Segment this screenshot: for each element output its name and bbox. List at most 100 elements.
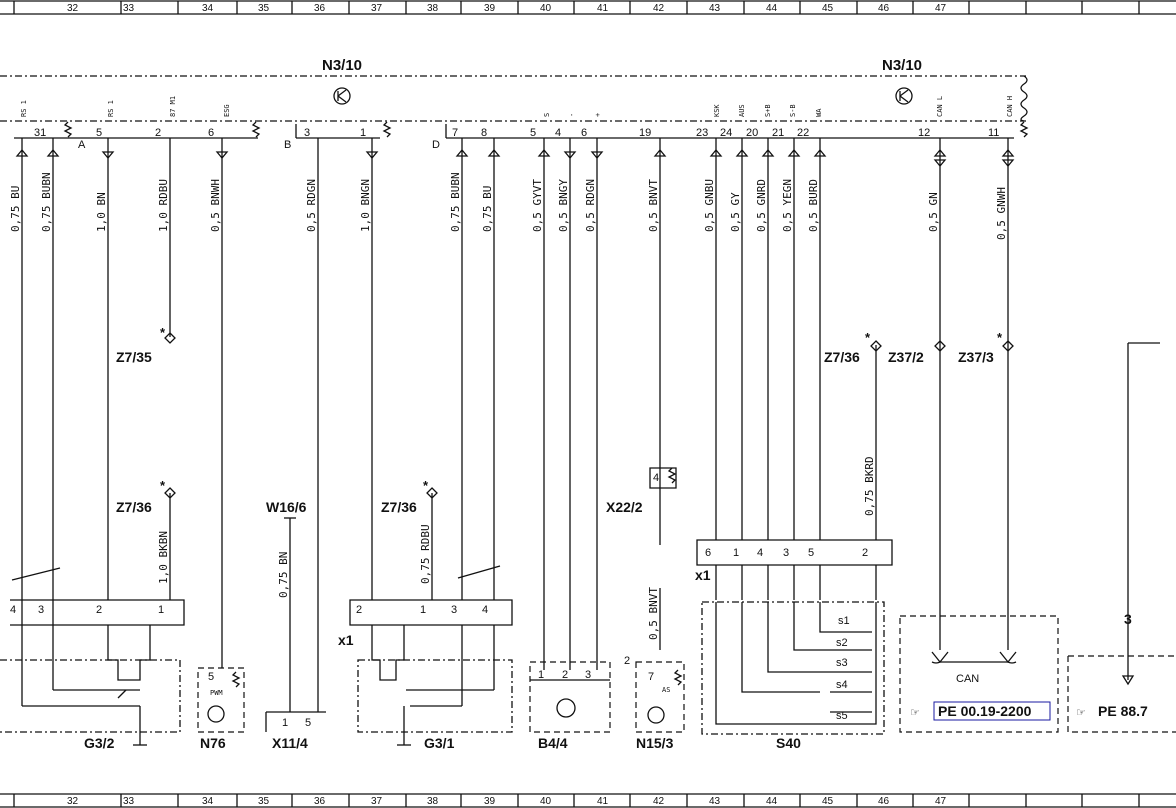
svg-text:Z7/36: Z7/36 xyxy=(824,349,860,365)
svg-text:Z7/35: Z7/35 xyxy=(116,349,152,365)
wire-label: 0,75 BUBN xyxy=(449,172,462,232)
wire-label: 1,0 BN xyxy=(95,192,108,232)
svg-text:B4/4: B4/4 xyxy=(538,735,568,751)
wire-label: 0,5 GN xyxy=(927,192,940,232)
pin-number: 6 xyxy=(208,127,214,139)
svg-text:G3/2: G3/2 xyxy=(84,735,115,751)
wire-label: 0,5 GNBU xyxy=(703,179,716,232)
right-ref-box: 3 ☞ PE 88.7 xyxy=(1067,611,1176,733)
wire-label: 0,5 RDGN xyxy=(584,179,597,232)
connector-w16-6: W16/6 xyxy=(266,499,307,515)
pin-label: - xyxy=(568,113,576,117)
top-ruler: 32 33 34 35 36 37 38 39 40 41 42 43 44 4… xyxy=(0,0,1176,15)
pin-number: 20 xyxy=(746,127,758,139)
svg-text:X11/4: X11/4 xyxy=(272,735,308,751)
svg-text:6: 6 xyxy=(705,547,711,559)
connector-b: B xyxy=(284,139,291,151)
svg-text:3: 3 xyxy=(783,547,789,559)
reference-link-pe-00-19[interactable]: PE 00.19-2200 xyxy=(938,703,1032,719)
svg-text:Z37/2: Z37/2 xyxy=(888,349,924,365)
wire-label: 0,75 BUBN xyxy=(40,172,53,232)
pin-label: S+B xyxy=(764,104,772,117)
connector-d: D xyxy=(432,139,440,151)
svg-text:3: 3 xyxy=(38,604,44,616)
ruler-col: 40 xyxy=(540,3,552,14)
svg-text:s5: s5 xyxy=(836,710,848,722)
pin-label: ESG xyxy=(223,104,231,117)
component-s40: s1 s2 s3 s4 s5 S40 xyxy=(701,601,885,751)
ruler-col: 38 xyxy=(427,796,439,807)
svg-text:3: 3 xyxy=(1124,611,1132,627)
wires xyxy=(21,138,1160,712)
connector-x1-right: x1 xyxy=(695,567,711,583)
connector-x1-left: x1 xyxy=(338,632,354,648)
svg-text:*: * xyxy=(997,330,1003,345)
svg-text:Z7/36: Z7/36 xyxy=(381,499,417,515)
svg-text:3: 3 xyxy=(451,604,457,616)
ruler-col: 33 xyxy=(123,796,135,807)
ruler-col: 36 xyxy=(314,3,326,14)
splice-z37-2: Z37/2 xyxy=(888,340,946,365)
wire-label: 0,5 RDGN xyxy=(305,179,318,232)
splice-z37-3: * Z37/3 xyxy=(958,330,1014,365)
wire-labels: 0,75 BU 0,75 BUBN 1,0 BN 1,0 RDBU 0,5 BN… xyxy=(9,172,1008,640)
component-g3-2: G3/2 xyxy=(0,625,181,751)
svg-text:7: 7 xyxy=(648,671,654,683)
top-pins: 31 RS 1 5 RS 1 2 87 M1 6 ESG 3 1 7 8 5 S… xyxy=(20,96,1014,139)
ruler-col: 44 xyxy=(766,3,778,14)
control-unit-label-right: N3/10 xyxy=(882,57,922,74)
pin-label: AUS xyxy=(738,104,746,117)
svg-text:2: 2 xyxy=(862,547,868,559)
pin-number: 22 xyxy=(797,127,809,139)
ruler-col: 39 xyxy=(484,3,496,14)
control-unit-n3-10: N3/10 N3/10 A B D xyxy=(0,57,1029,151)
pin-number: 21 xyxy=(772,127,784,139)
ruler-col: 32 xyxy=(67,796,79,807)
ruler-col: 38 xyxy=(427,3,439,14)
svg-text:2: 2 xyxy=(562,669,568,681)
bottom-ruler: 32 33 34 35 36 37 38 39 40 41 42 43 44 4… xyxy=(0,793,1176,808)
reference-link-pe-88-7[interactable]: PE 88.7 xyxy=(1098,703,1148,719)
pin-number: 4 xyxy=(555,127,561,139)
ruler-col: 47 xyxy=(935,796,947,807)
splices: * Z7/35 * Z7/36 * Z7/36 * Z7/36 Z37/2 * … xyxy=(116,325,1014,515)
svg-text:☞: ☞ xyxy=(910,707,920,719)
svg-text:Z7/36: Z7/36 xyxy=(116,499,152,515)
svg-text:*: * xyxy=(423,478,429,493)
svg-text:Z37/3: Z37/3 xyxy=(958,349,994,365)
svg-text:4: 4 xyxy=(757,547,763,559)
ruler-col: 47 xyxy=(935,3,947,14)
svg-text:1: 1 xyxy=(158,604,164,616)
svg-text:N15/3: N15/3 xyxy=(636,735,674,751)
pin-label: RS 1 xyxy=(107,100,115,117)
ruler-col: 34 xyxy=(202,796,214,807)
component-n76: 5 PWM N76 xyxy=(197,667,245,751)
ruler-col: 33 xyxy=(123,3,135,14)
pin-label: + xyxy=(594,113,602,117)
svg-text:s4: s4 xyxy=(836,679,848,691)
pin-label: 87 M1 xyxy=(169,96,177,117)
lower-connectors: 4 3 2 1 2 1 3 4 6 1 4 3 5 2 xyxy=(10,539,893,626)
pin-number: 1 xyxy=(360,127,366,139)
ruler-col: 37 xyxy=(371,3,383,14)
pin-number: 23 xyxy=(696,127,708,139)
connector-x22-2: X22/2 xyxy=(606,499,643,515)
ruler-col: 35 xyxy=(258,3,270,14)
control-unit-label-left: N3/10 xyxy=(322,57,362,74)
svg-text:s2: s2 xyxy=(836,637,848,649)
svg-text:S40: S40 xyxy=(776,735,801,751)
pin-label: CAN H xyxy=(1006,96,1014,117)
connector-refs: W16/6 X22/2 4 x1 x1 xyxy=(266,467,711,648)
pin-number: 3 xyxy=(304,127,310,139)
ruler-col: 41 xyxy=(597,796,609,807)
pin-number: 11 xyxy=(988,127,999,139)
pin-label: KSK xyxy=(713,104,721,117)
svg-text:*: * xyxy=(160,478,166,493)
splice-z7-35: * Z7/35 xyxy=(116,325,176,365)
ruler-col: 35 xyxy=(258,796,270,807)
wire-label: 0,75 BKRD xyxy=(863,456,876,516)
pin-number: 6 xyxy=(581,127,587,139)
component-g3-1: G3/1 xyxy=(357,625,513,751)
svg-text:5: 5 xyxy=(808,547,814,559)
